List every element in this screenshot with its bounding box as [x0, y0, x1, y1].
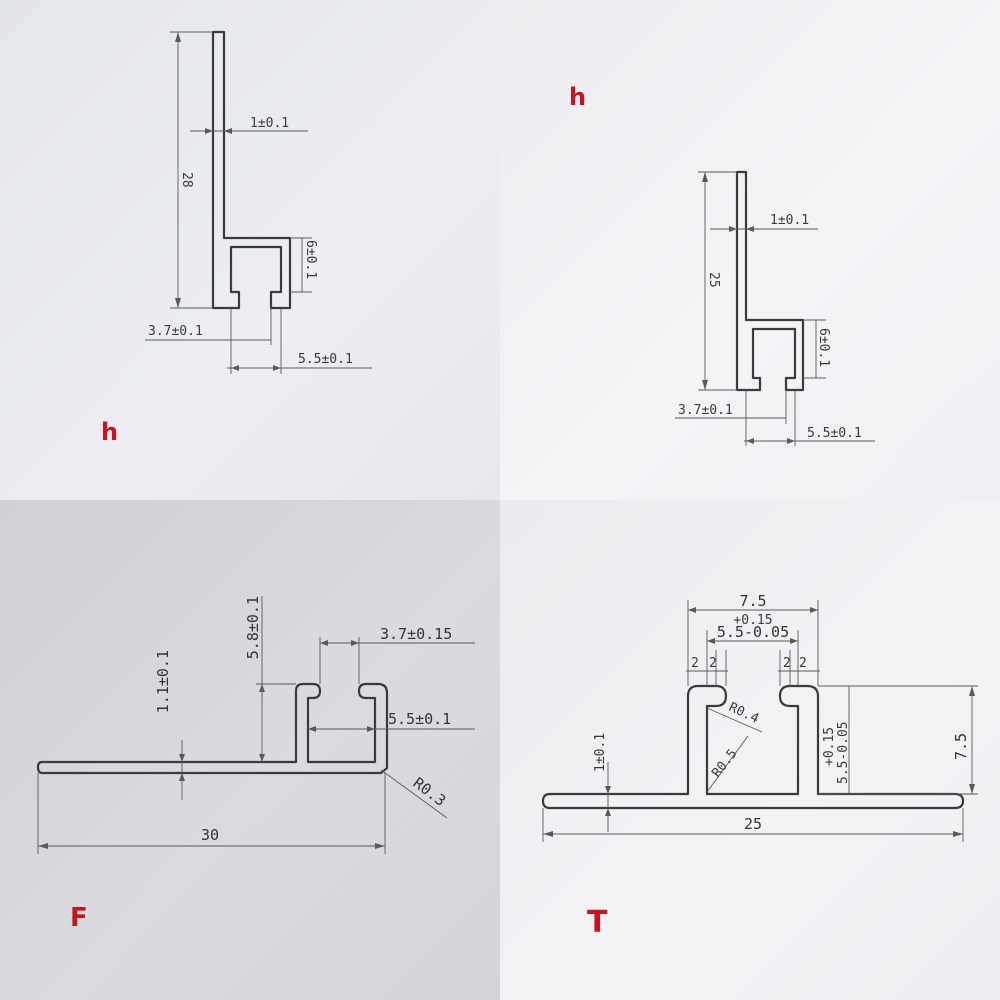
leader-line: [380, 769, 448, 819]
arrowhead: [231, 365, 239, 371]
drawing-panel-f: 1.1±0.1 5.8±0.1 3.7±0.15 5.5±0.1 R0.3 30…: [0, 500, 500, 1000]
arrowhead: [259, 684, 265, 692]
leader-line: [706, 707, 763, 733]
radius-dimension-label: R0.3: [410, 774, 450, 810]
thickness-dimension-label: 1±0.1: [250, 116, 289, 131]
drawing-panel-h-25: 25 1±0.1 6±0.1 3.7±0.1 5.5±0.1 h: [500, 0, 1000, 500]
lip-left-dimension-b: 2: [709, 656, 717, 671]
arrowhead: [702, 380, 708, 390]
profile-outline: [735, 170, 805, 392]
thickness-dimension-label: 1±0.1: [770, 213, 809, 228]
leader-line: [706, 735, 749, 793]
profile-drawing: 1.1±0.1 5.8±0.1 3.7±0.15 5.5±0.1 R0.3 30…: [36, 596, 475, 933]
inner-width-dimension-label: 5.5-0.05: [717, 623, 789, 641]
arrowhead: [953, 831, 963, 837]
profile-type-label: T: [587, 905, 608, 940]
radius-a-dimension-label: R0.4: [726, 700, 761, 727]
arrowhead: [320, 640, 328, 646]
drawing-panel-h-28: 28 1±0.1 6±0.1 3.7±0.1 5.5±0.1 h: [0, 0, 500, 500]
right-height-dimension-label: 7.5: [952, 733, 970, 760]
profile-drawing: 7.5 +0.15 5.5-0.05 2 2 2 2 R0.4 R0.5 1±0…: [541, 592, 978, 940]
length-dimension-label: 30: [201, 826, 219, 844]
arrowhead: [746, 226, 754, 232]
arrowhead: [351, 640, 359, 646]
lip-right-dimension-a: 2: [783, 656, 791, 671]
arrowhead: [543, 831, 553, 837]
arrowhead: [175, 298, 181, 308]
opening-dimension-label: 3.7±0.1: [678, 403, 733, 418]
arrowhead: [810, 607, 818, 613]
arrowhead: [707, 638, 715, 644]
arrowhead: [224, 128, 232, 134]
profile-drawing: 28 1±0.1 6±0.1 3.7±0.1 5.5±0.1 h: [101, 30, 372, 446]
arrowhead: [605, 808, 611, 816]
profile-type-label: F: [70, 903, 88, 933]
inner-width-dimension-label: 5.5±0.1: [388, 710, 451, 728]
profile-type-label: h: [101, 418, 118, 446]
height-dimension-label: 28: [179, 172, 194, 188]
arrowhead: [308, 726, 316, 732]
arrowhead: [175, 32, 181, 42]
top-width-dimension-label: 7.5: [739, 592, 766, 610]
thickness-dimension-label: 1.1±0.1: [154, 650, 172, 713]
slot-depth-dimension-label: 6±0.1: [303, 240, 318, 279]
length-dimension-label: 25: [744, 815, 762, 833]
arrowhead: [179, 773, 185, 781]
profile-outline: [211, 30, 292, 310]
arrowhead: [259, 754, 265, 762]
arrowhead: [273, 365, 281, 371]
profile-outline: [36, 682, 389, 775]
thickness-dimension-label: 1±0.1: [593, 733, 608, 772]
width-dimension-label: 5.5±0.1: [298, 352, 353, 367]
lip-left-dimension-a: 2: [691, 656, 699, 671]
radius-b-dimension-label: R0.5: [709, 747, 740, 781]
top-width-tolerance-label: +0.15: [733, 613, 772, 628]
arrowhead: [969, 686, 975, 696]
lip-right-dimension-b: 2: [799, 656, 807, 671]
arrowhead: [375, 843, 385, 849]
right-inner-dimension-label: 5.5-0.05: [836, 721, 851, 784]
profile-drawing: 25 1±0.1 6±0.1 3.7±0.1 5.5±0.1 h: [569, 83, 875, 446]
arrowhead: [729, 226, 737, 232]
profile-outline: [541, 684, 965, 810]
profile-type-label: h: [569, 83, 586, 111]
drawing-panel-t: 7.5 +0.15 5.5-0.05 2 2 2 2 R0.4 R0.5 1±0…: [500, 500, 1000, 1000]
opening-dimension-label: 3.7±0.1: [148, 324, 203, 339]
arrowhead: [790, 638, 798, 644]
arrowhead: [367, 726, 375, 732]
arrowhead: [688, 607, 696, 613]
arrowhead: [605, 786, 611, 794]
arrowhead: [179, 754, 185, 762]
width-dimension-label: 5.5±0.1: [807, 426, 862, 441]
opening-dimension-label: 3.7±0.15: [380, 625, 452, 643]
arrowhead: [38, 843, 48, 849]
arrowhead: [787, 438, 795, 444]
arrowhead: [702, 172, 708, 182]
arrowhead: [746, 438, 754, 444]
arrowhead: [969, 784, 975, 794]
slot-height-dimension-label: 5.8±0.1: [244, 596, 262, 659]
right-tolerance-label: +0.15: [822, 727, 837, 766]
arrowhead: [205, 128, 213, 134]
slot-depth-dimension-label: 6±0.1: [816, 328, 831, 367]
height-dimension-label: 25: [706, 272, 721, 288]
